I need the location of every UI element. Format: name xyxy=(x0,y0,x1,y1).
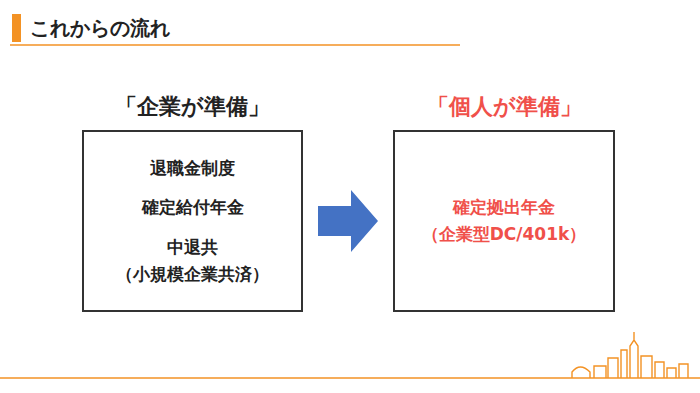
title-marker xyxy=(12,14,21,42)
building xyxy=(621,350,627,378)
building xyxy=(679,364,688,378)
building xyxy=(655,362,664,378)
building xyxy=(641,356,652,378)
box-item: 退職金制度 xyxy=(150,155,235,182)
dome-building xyxy=(572,367,590,378)
box-item: 確定給付年金 xyxy=(142,194,244,221)
box-frame: 確定拠出年金 （企業型DC/401k） xyxy=(393,130,615,312)
footer-line xyxy=(0,377,700,379)
building xyxy=(667,368,676,378)
building xyxy=(608,358,618,378)
title-underline xyxy=(10,44,460,46)
box-item: 確定拠出年金 （企業型DC/401k） xyxy=(422,194,587,248)
tower xyxy=(630,332,638,378)
box-heading: 「個人が準備」 xyxy=(427,92,582,122)
block-arrow xyxy=(318,190,378,252)
group-box: 「企業が準備」退職金制度確定給付年金中退共 （小規模企業共済） xyxy=(82,92,303,312)
group-box: 「個人が準備」確定拠出年金 （企業型DC/401k） xyxy=(393,92,615,312)
box-heading: 「企業が準備」 xyxy=(115,92,270,122)
low-building xyxy=(594,366,606,378)
city-skyline xyxy=(572,332,688,378)
slide-title: これからの流れ xyxy=(30,14,170,42)
box-frame: 退職金制度確定給付年金中退共 （小規模企業共済） xyxy=(82,130,303,312)
box-item: 中退共 （小規模企業共済） xyxy=(116,234,269,288)
